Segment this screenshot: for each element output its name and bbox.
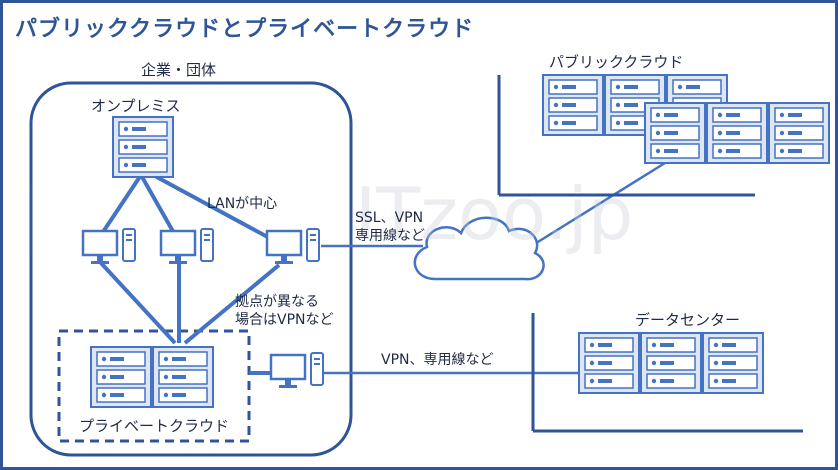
private-cloud-label: プライベートクラウド [79,417,230,435]
external-links [321,161,666,375]
private-cloud-boundary [57,329,251,443]
desktop-pc-icon [159,227,215,266]
on-premises-label: オンプレミス [91,97,181,115]
dedicated-line-label: 専用線など [355,228,425,244]
public-cloud-region [497,75,755,197]
server-rack-icon [768,102,830,164]
public-cloud-label: パブリッククラウド [549,53,684,71]
diagram-graphics: ITzoo.jp [29,74,830,457]
data-center-label: データセンター [635,311,741,329]
lan-label: LANが中心 [207,196,278,212]
server-rack-icon [578,332,640,394]
server-rack-icon [112,116,174,178]
enterprise-label: 企業・団体 [141,61,217,79]
server-rack-icon [644,102,706,164]
enterprise-boundary [29,81,353,457]
vpn-dedicated-label: VPN、専用線など [381,352,494,368]
cloud-icon [413,216,545,281]
remote-site-label: 拠点が異なる [235,294,319,310]
desktop-pc-icon [269,351,325,390]
server-rack-icon [152,346,214,408]
data-center-region [531,313,803,433]
remote-vpn-label: 場合はVPNなど [235,312,334,328]
watermark: ITzoo.jp [355,172,633,256]
server-rack-icon [90,346,152,408]
desktop-pc-icon [81,227,137,266]
server-rack-icon [702,332,764,394]
server-rack-icon [706,102,768,164]
ssl-vpn-label: SSL、VPN [355,210,424,226]
internal-links [99,173,281,375]
server-rack-icon [542,74,604,136]
page-title: パブリッククラウドとプライベートクラウド [15,17,475,42]
server-rack-icon [640,332,702,394]
desktop-pc-icon [265,227,321,266]
